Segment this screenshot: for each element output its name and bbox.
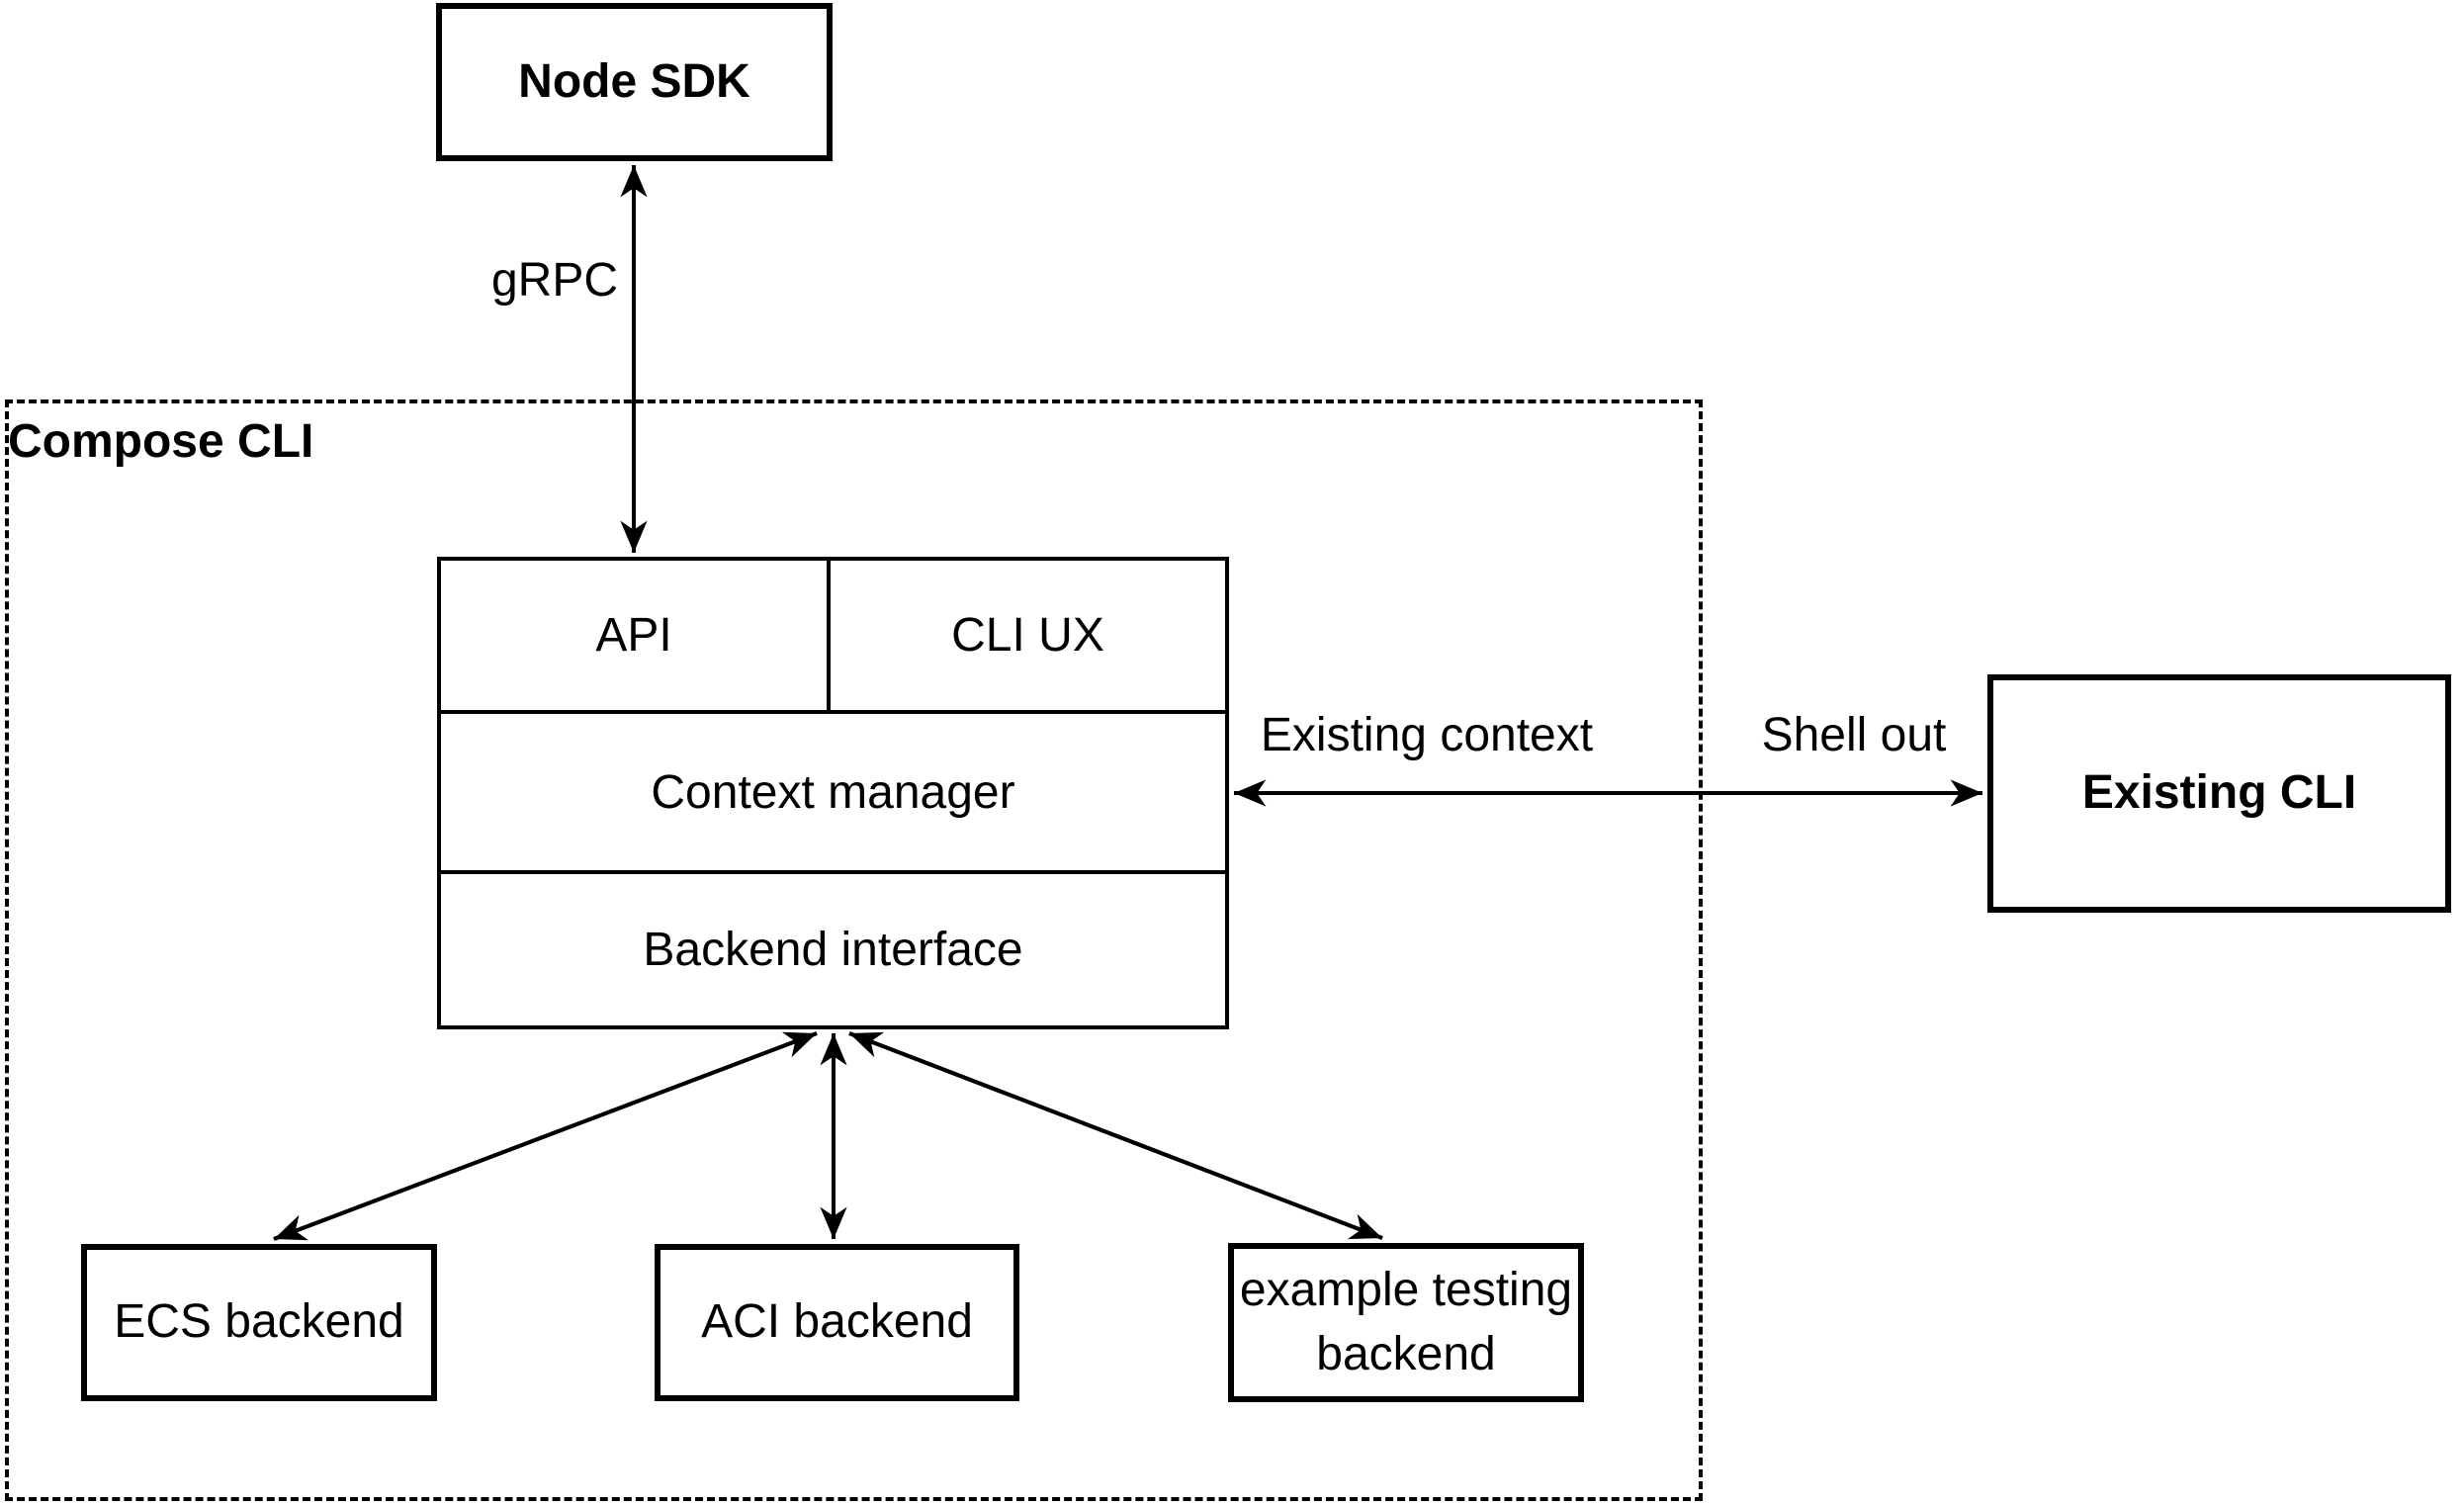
api-cell: API (441, 561, 831, 710)
node-sdk-box: Node SDK (436, 3, 833, 161)
ecs-backend-box: ECS backend (81, 1244, 437, 1401)
cli-ux-cell: CLI UX (951, 609, 1104, 662)
grpc-label: gRPC (490, 254, 618, 307)
stack-top-row: API CLI UX (441, 561, 1225, 714)
example-testing-backend-box: example testing backend (1228, 1243, 1584, 1402)
compose-cli-label: Compose CLI (8, 415, 314, 468)
backend-interface-cell: Backend interface (643, 924, 1023, 976)
existing-cli-box: Existing CLI (1987, 674, 2451, 913)
existing-context-label: Existing context (1260, 709, 1594, 761)
compose-cli-container (5, 399, 1703, 1501)
cli-stack-box: API CLI UX Context manager Backend inter… (437, 557, 1229, 1029)
shell-out-label: Shell out (1761, 709, 1947, 761)
aci-backend-box: ACI backend (655, 1244, 1019, 1401)
context-manager-cell: Context manager (441, 714, 1225, 874)
